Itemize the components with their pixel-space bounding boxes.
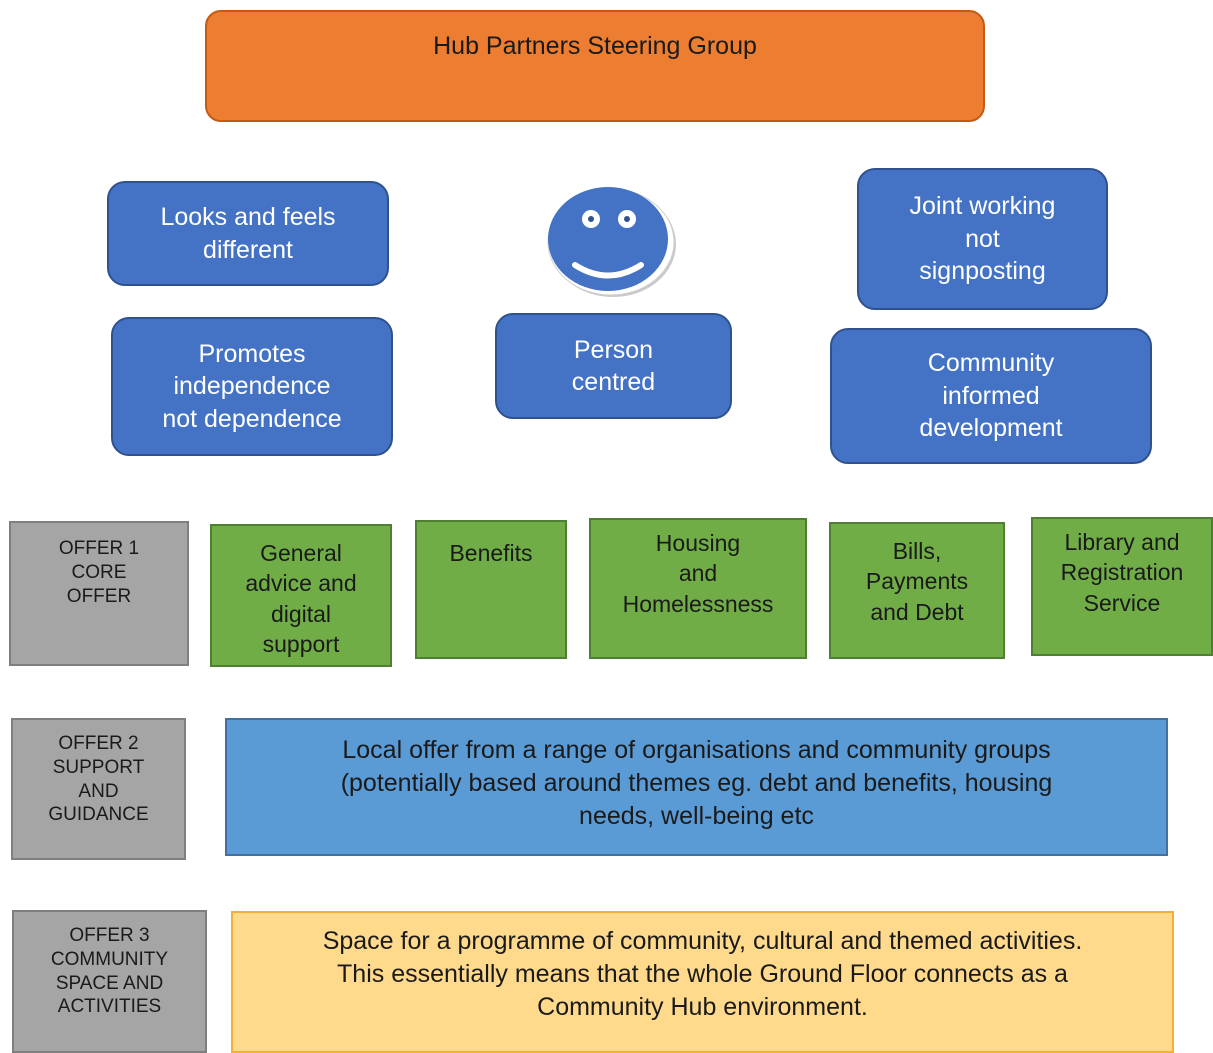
principle-person-centred: Person centred bbox=[495, 313, 732, 419]
steering-group-box: Hub Partners Steering Group bbox=[205, 10, 985, 122]
principle-looks-and-feels-different: Looks and feels different bbox=[107, 181, 389, 286]
offer-label-line: OFFER 2 bbox=[58, 733, 139, 754]
offer3-community-space: Space for a programme of community, cult… bbox=[231, 911, 1174, 1053]
offer3-text-line: This essentially means that the whole Gr… bbox=[337, 960, 1068, 988]
offer2-text-line: Local offer from a range of organisation… bbox=[342, 736, 1051, 764]
offer2-text-line: (potentially based around themes eg. deb… bbox=[340, 769, 1053, 797]
service-line: Bills, bbox=[892, 538, 942, 564]
offer-label-line: OFFER 1 bbox=[58, 538, 140, 559]
service-line: Registration bbox=[1060, 559, 1184, 586]
principle-line: development bbox=[919, 414, 1063, 443]
principle-joint-working: Joint working not signposting bbox=[857, 168, 1108, 310]
offer-label-line: GUIDANCE bbox=[48, 804, 149, 826]
service-line: advice and bbox=[245, 570, 357, 597]
offer2-text-line: needs, well-being etc bbox=[579, 802, 814, 830]
principle-line: independence bbox=[173, 372, 331, 401]
service-housing: Housing and Homelessness bbox=[589, 518, 807, 659]
principle-line: different bbox=[203, 235, 293, 264]
offer3-text-line: Community Hub environment. bbox=[537, 993, 868, 1021]
principle-line: informed bbox=[942, 381, 1040, 410]
offer-label-line: ACTIVITIES bbox=[57, 996, 162, 1018]
service-line: Library and bbox=[1064, 529, 1180, 555]
service-line: digital bbox=[270, 600, 332, 627]
service-line: and Debt bbox=[870, 598, 964, 625]
offer2-local-offer: Local offer from a range of organisation… bbox=[225, 718, 1168, 856]
principle-line: Person bbox=[573, 335, 654, 364]
service-general-advice: General advice and digital support bbox=[210, 524, 392, 667]
service-line: and bbox=[678, 560, 718, 587]
principle-line: Joint working bbox=[909, 192, 1056, 221]
steering-group-title: Hub Partners Steering Group bbox=[433, 32, 757, 60]
principle-line: signposting bbox=[919, 257, 1046, 286]
service-line: Housing bbox=[655, 530, 741, 556]
service-line: Benefits bbox=[449, 540, 533, 566]
principle-line: centred bbox=[571, 368, 656, 396]
offer-label-line: SUPPORT bbox=[52, 756, 145, 778]
service-line: Homelessness bbox=[622, 590, 774, 617]
service-library-registration: Library and Registration Service bbox=[1031, 517, 1213, 656]
principle-line: Community bbox=[927, 349, 1055, 378]
service-line: support bbox=[262, 631, 340, 658]
principle-line: Looks and feels bbox=[160, 203, 336, 231]
offer-label-line: OFFER 3 bbox=[69, 925, 150, 946]
offer-label-line: CORE bbox=[71, 561, 127, 583]
offer-label-line: OFFER bbox=[66, 585, 132, 607]
principle-promotes-independence: Promotes independence not dependence bbox=[111, 317, 393, 456]
principle-line: Promotes bbox=[198, 339, 306, 368]
offer1-label: OFFER 1 CORE OFFER bbox=[9, 521, 189, 666]
principle-line: not dependence bbox=[162, 404, 342, 433]
principle-community-informed-development: Community informed development bbox=[830, 328, 1152, 464]
service-line: General bbox=[260, 540, 342, 566]
offer-label-line: COMMUNITY bbox=[50, 948, 169, 970]
offer-label-line: SPACE AND bbox=[55, 972, 164, 994]
principle-line: not bbox=[965, 224, 1000, 253]
smiley-face-icon bbox=[547, 187, 676, 297]
offer3-text-line: Space for a programme of community, cult… bbox=[322, 927, 1083, 955]
service-bills-payments-debt: Bills, Payments and Debt bbox=[829, 522, 1005, 659]
service-benefits: Benefits bbox=[415, 520, 567, 659]
offer-label-line: AND bbox=[78, 780, 119, 802]
service-line: Service bbox=[1083, 589, 1161, 616]
offer2-label: OFFER 2 SUPPORT AND GUIDANCE bbox=[11, 718, 186, 860]
service-line: Payments bbox=[865, 568, 969, 595]
offer3-label: OFFER 3 COMMUNITY SPACE AND ACTIVITIES bbox=[12, 910, 207, 1053]
